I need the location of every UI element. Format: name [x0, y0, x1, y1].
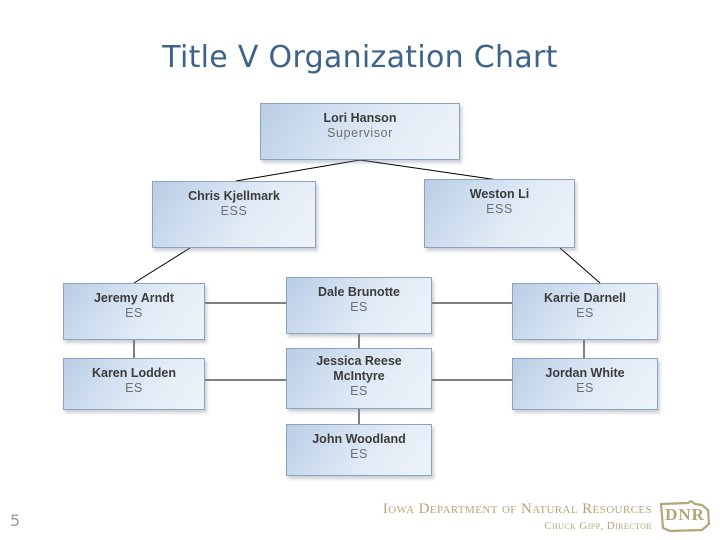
org-node-role: ES — [350, 446, 368, 461]
org-node-john-woodland[interactable]: John Woodland ES — [286, 424, 432, 476]
org-node-role: ES — [576, 380, 594, 395]
org-node-role: ES — [576, 305, 594, 320]
org-node-name: Jeremy Arndt — [93, 291, 175, 305]
dnr-logo-icon: DNR — [658, 498, 712, 534]
org-node-jessica-reese-mcintyre[interactable]: Jessica Reese McIntyre ES — [286, 348, 432, 409]
org-node-chris-kjellmark[interactable]: Chris Kjellmark ESS — [152, 181, 316, 248]
org-node-role: ES — [350, 299, 368, 314]
connector-chris-to-jeremy — [133, 247, 191, 284]
org-node-karen-lodden[interactable]: Karen Lodden ES — [63, 358, 205, 410]
org-node-lori-hanson[interactable]: Lori Hanson Supervisor — [260, 103, 460, 160]
connector-lori-to-weston — [359, 159, 499, 181]
org-node-role: Supervisor — [327, 125, 393, 140]
org-node-name: Jordan White — [545, 366, 625, 380]
iowa-state-outline-icon — [659, 499, 711, 533]
org-node-jeremy-arndt[interactable]: Jeremy Arndt ES — [63, 283, 205, 340]
org-node-role: ES — [350, 383, 368, 398]
org-node-weston-li[interactable]: Weston Li ESS — [424, 179, 575, 248]
director-name: Chuck Gipp, Director — [544, 519, 652, 532]
org-node-name: Lori Hanson — [323, 111, 397, 125]
org-node-role: ESS — [220, 203, 248, 218]
dnr-footer: Iowa Department of Natural Resources Chu… — [383, 498, 712, 534]
org-node-name: Karrie Darnell — [544, 291, 626, 305]
dnr-footer-text: Iowa Department of Natural Resources Chu… — [383, 498, 652, 533]
agency-name: Iowa Department of Natural Resources — [382, 501, 652, 517]
connector-lori-to-chris — [235, 159, 361, 182]
page-number: 5 — [10, 511, 21, 530]
org-node-role: ES — [125, 305, 143, 320]
org-node-name: Jessica Reese McIntyre — [316, 354, 402, 383]
org-node-name: Dale Brunotte — [318, 285, 400, 299]
org-node-jordan-white[interactable]: Jordan White ES — [512, 358, 658, 410]
org-node-name: Chris Kjellmark — [188, 189, 280, 203]
org-node-dale-brunotte[interactable]: Dale Brunotte ES — [286, 277, 432, 334]
dnr-logo-label: DNR — [665, 505, 705, 524]
connector-weston-to-karrie — [559, 247, 601, 284]
org-node-role: ESS — [486, 201, 513, 216]
org-node-name: John Woodland — [312, 432, 406, 446]
org-node-name: Weston Li — [469, 187, 530, 201]
page-title: Title V Organization Chart — [162, 40, 558, 75]
org-node-role: ES — [125, 380, 143, 395]
org-node-karrie-darnell[interactable]: Karrie Darnell ES — [512, 283, 658, 340]
org-node-name: Karen Lodden — [91, 366, 177, 380]
